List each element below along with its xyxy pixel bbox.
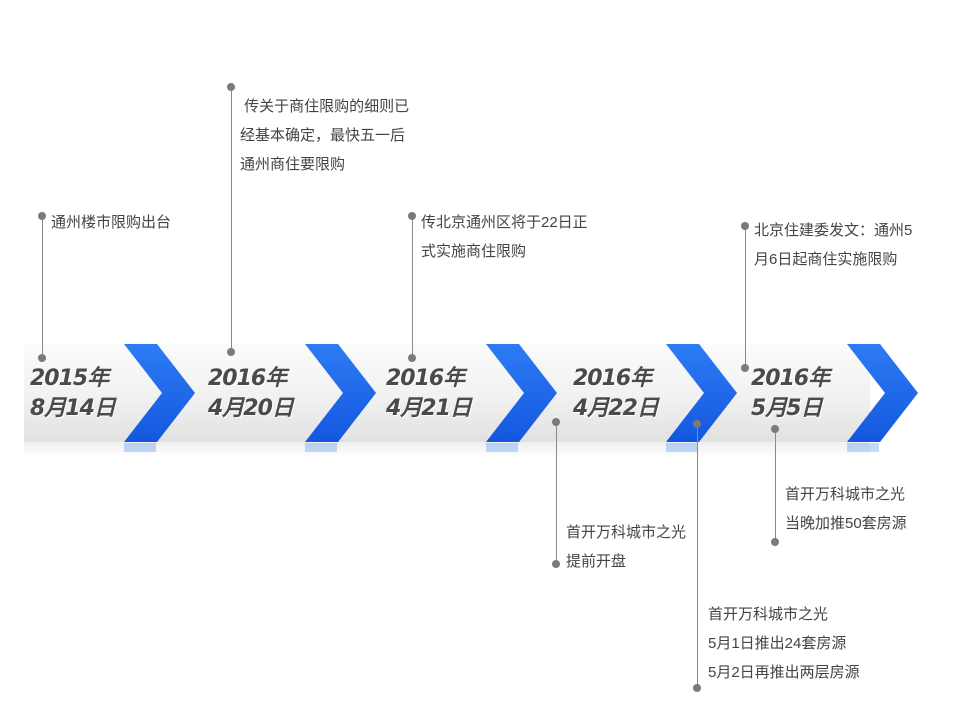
callout-line <box>745 226 746 368</box>
note-line: 传北京通州区将于22日正 <box>421 214 588 231</box>
callout-line <box>231 87 232 352</box>
callout-dot <box>227 348 235 356</box>
milestone-day: 4月20日 <box>208 396 294 421</box>
milestone-year: 2016年 <box>751 366 830 391</box>
callout-dot <box>771 425 779 433</box>
note-line: 提前开盘 <box>566 553 627 570</box>
event-note-5: 首开万科城市之光 提前开盘 <box>566 518 686 576</box>
timeline-band-reflection <box>24 442 870 458</box>
note-line: 式实施商住限购 <box>421 243 527 260</box>
event-note-1: 通州楼市限购出台 <box>51 208 171 237</box>
callout-line <box>42 216 43 358</box>
milestone-date-1: 2015年 8月14日 <box>30 364 140 424</box>
callout-dot <box>38 212 46 220</box>
event-note-7: 首开万科城市之光 当晚加推50套房源 <box>785 480 907 538</box>
callout-line <box>556 422 557 564</box>
callout-dot <box>408 212 416 220</box>
callout-dot <box>771 538 779 546</box>
milestone-year: 2016年 <box>573 366 652 391</box>
callout-line <box>697 424 698 688</box>
note-line: 通州楼市限购出台 <box>51 214 172 231</box>
note-line: 首开万科城市之光 <box>566 524 687 541</box>
event-note-3: 传北京通州区将于22日正 式实施商住限购 <box>421 208 588 266</box>
note-line: 月6日起商住实施限购 <box>754 251 898 268</box>
note-line: 北京住建委发文：通州5 <box>754 222 913 239</box>
note-line: 5月2日再推出两层房源 <box>708 664 860 681</box>
callout-dot <box>741 222 749 230</box>
milestone-day: 8月14日 <box>30 396 116 421</box>
note-line: 5月1日推出24套房源 <box>708 635 847 652</box>
milestone-year: 2015年 <box>30 366 109 391</box>
callout-dot <box>227 83 235 91</box>
callout-dot <box>693 684 701 692</box>
note-line: 当晚加推50套房源 <box>785 515 907 532</box>
callout-dot <box>408 354 416 362</box>
callout-dot <box>741 364 749 372</box>
event-note-4: 北京住建委发文：通州5 月6日起商住实施限购 <box>754 216 912 274</box>
note-line: 首开万科城市之光 <box>785 486 906 503</box>
callout-line <box>412 216 413 358</box>
note-line: 传关于商住限购的细则已 <box>240 98 410 115</box>
milestone-date-3: 2016年 4月21日 <box>386 364 496 424</box>
note-line: 经基本确定，最快五一后 <box>240 127 406 144</box>
milestone-date-4: 2016年 4月22日 <box>573 364 683 424</box>
milestone-date-2: 2016年 4月20日 <box>208 364 318 424</box>
event-note-6: 首开万科城市之光 5月1日推出24套房源 5月2日再推出两层房源 <box>708 600 860 687</box>
milestone-year: 2016年 <box>208 366 287 391</box>
callout-dot <box>552 560 560 568</box>
event-note-2: 传关于商住限购的细则已 经基本确定，最快五一后 通州商住要限购 <box>240 92 409 179</box>
note-line: 通州商住要限购 <box>240 156 346 173</box>
milestone-date-5: 2016年 5月5日 <box>751 364 861 424</box>
milestone-day: 5月5日 <box>751 396 823 421</box>
callout-dot <box>693 420 701 428</box>
callout-dot <box>552 418 560 426</box>
milestone-day: 4月21日 <box>386 396 472 421</box>
callout-line <box>775 429 776 542</box>
milestone-year: 2016年 <box>386 366 465 391</box>
note-line: 首开万科城市之光 <box>708 606 829 623</box>
milestone-day: 4月22日 <box>573 396 659 421</box>
callout-dot <box>38 354 46 362</box>
